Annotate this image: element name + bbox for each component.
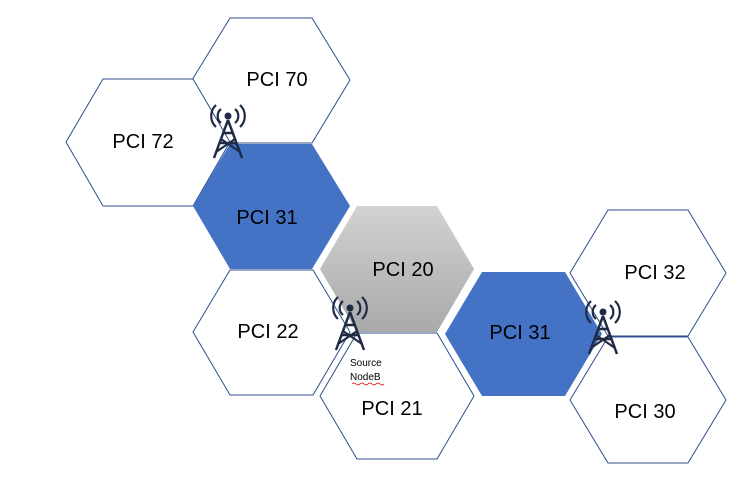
hex-cell-pci-30: PCI 30	[569, 336, 727, 464]
cell-label-pci-22: PCI 22	[237, 321, 298, 343]
hex-cell-pci-20: PCI 20	[320, 206, 474, 332]
source-label-line1: Source	[350, 358, 382, 369]
cell-label-pci-30: PCI 30	[614, 401, 675, 423]
spellcheck-underline	[351, 382, 385, 386]
source-label-line2: NodeB	[350, 372, 381, 383]
hex-cell-pci-31-right: PCI 31	[445, 272, 602, 396]
cell-label-pci-72: PCI 72	[112, 131, 173, 153]
hex-cell-pci-21: PCI 21	[319, 332, 475, 460]
cell-label-pci-31-right: PCI 31	[489, 322, 550, 344]
cell-label-pci-32: PCI 32	[624, 262, 685, 284]
hex-cell-pci-22: PCI 22	[192, 269, 351, 396]
hex-cell-pci-70: PCI 70	[191, 17, 351, 144]
cell-label-pci-31-left: PCI 31	[236, 207, 297, 229]
cell-label-pci-20: PCI 20	[372, 259, 433, 281]
cell-label-pci-70: PCI 70	[246, 69, 307, 91]
source-nodeb-label: Source NodeB	[350, 358, 385, 386]
cell-label-pci-21: PCI 21	[361, 398, 422, 420]
hex-cell-pci-31-left: PCI 31	[193, 144, 350, 269]
